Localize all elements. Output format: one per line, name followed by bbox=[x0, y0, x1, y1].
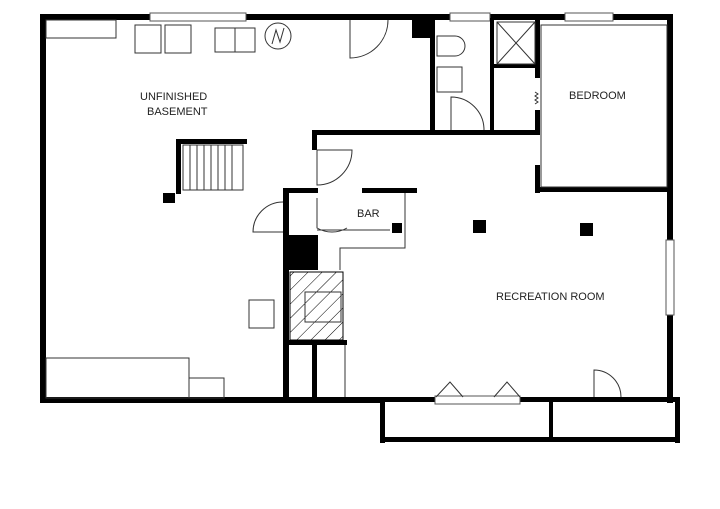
label-bedroom: BEDROOM bbox=[569, 90, 626, 102]
label-unfinished-basement-line1: UNFINISHED bbox=[140, 91, 207, 103]
windows bbox=[149, 12, 675, 405]
label-recreation-room: RECREATION ROOM bbox=[496, 291, 605, 303]
label-unfinished-basement-line2: BASEMENT bbox=[147, 106, 208, 118]
interior-walls bbox=[163, 18, 670, 400]
doors bbox=[252, 19, 622, 398]
fixtures bbox=[45, 19, 668, 399]
room-labels: UNFINISHED BASEMENT BEDROOM BAR RECREATI… bbox=[140, 90, 626, 303]
label-bar: BAR bbox=[357, 208, 380, 220]
exterior-walls bbox=[40, 14, 680, 443]
